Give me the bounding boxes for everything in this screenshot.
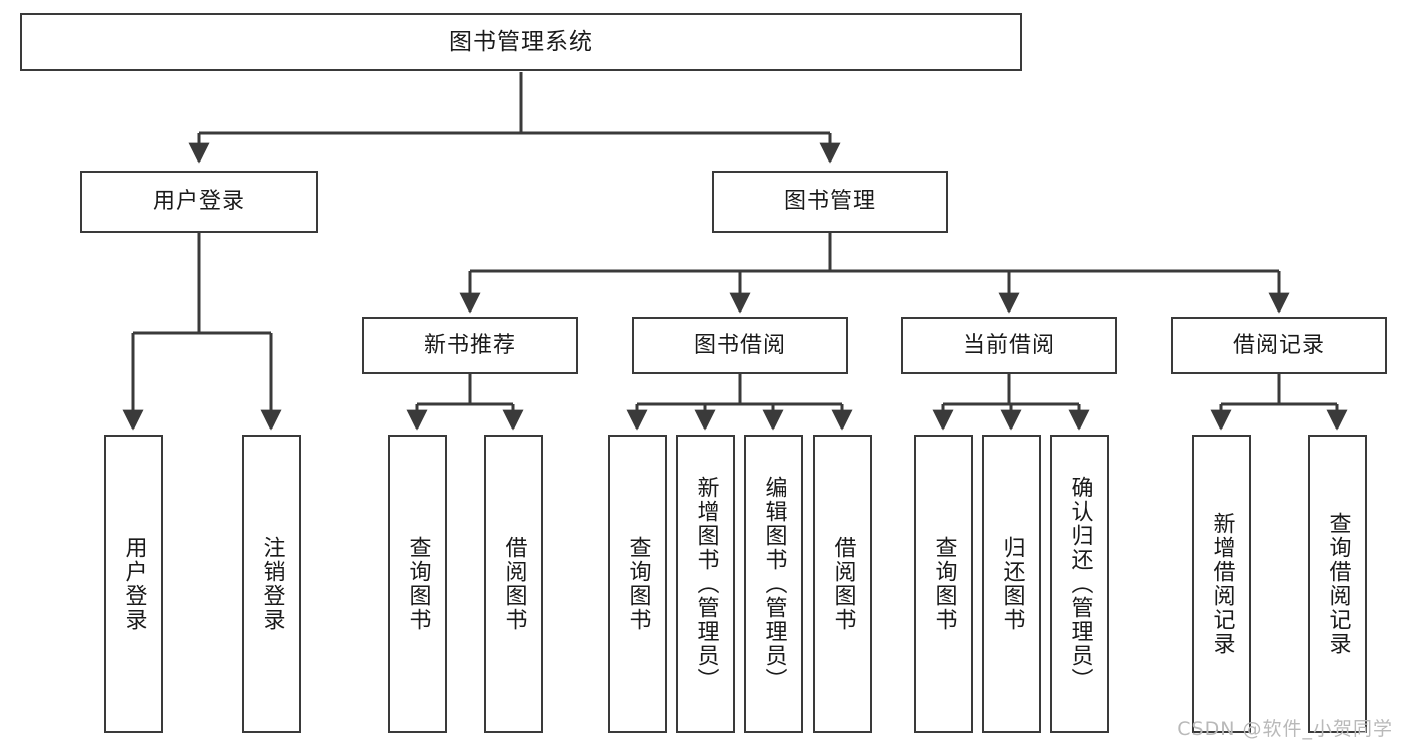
leaf-borrow-borrow-book-label: 借阅图书 (830, 536, 856, 632)
leaf-record-add-record[interactable]: 新增借阅记录 (1192, 435, 1251, 733)
leaf-record-add-record-label: 新增借阅记录 (1209, 512, 1235, 656)
leaf-logout-label: 注销登录 (259, 536, 285, 632)
node-borrow-record-label: 借阅记录 (1232, 332, 1325, 358)
leaf-borrow-query-book[interactable]: 查询图书 (608, 435, 667, 733)
node-current-borrow-label: 当前借阅 (962, 332, 1055, 358)
leaf-record-query-record-label: 查询借阅记录 (1325, 512, 1351, 656)
leaf-record-query-record[interactable]: 查询借阅记录 (1308, 435, 1367, 733)
leaf-current-return-book-label: 归还图书 (999, 536, 1025, 632)
node-book-management[interactable]: 图书管理 (712, 171, 948, 233)
leaf-newbook-query-book[interactable]: 查询图书 (388, 435, 447, 733)
node-new-book-recommend[interactable]: 新书推荐 (362, 317, 578, 374)
leaf-borrow-query-book-label: 查询图书 (625, 536, 651, 632)
leaf-borrow-edit-book[interactable]: 编辑图书（管理员） (744, 435, 803, 733)
node-borrow-record[interactable]: 借阅记录 (1171, 317, 1387, 374)
leaf-user-login[interactable]: 用户登录 (104, 435, 163, 733)
node-book-borrow[interactable]: 图书借阅 (632, 317, 848, 374)
leaf-logout[interactable]: 注销登录 (242, 435, 301, 733)
leaf-borrow-edit-book-label: 编辑图书（管理员） (761, 476, 787, 692)
node-user-login[interactable]: 用户登录 (80, 171, 318, 233)
node-root[interactable]: 图书管理系统 (20, 13, 1022, 71)
leaf-user-login-label: 用户登录 (121, 536, 147, 632)
leaf-current-query-book[interactable]: 查询图书 (914, 435, 973, 733)
leaf-newbook-borrow-book[interactable]: 借阅图书 (484, 435, 543, 733)
leaf-current-return-book[interactable]: 归还图书 (982, 435, 1041, 733)
leaf-newbook-borrow-book-label: 借阅图书 (501, 536, 527, 632)
leaf-current-confirm-return-label: 确认归还（管理员） (1067, 476, 1093, 692)
node-current-borrow[interactable]: 当前借阅 (901, 317, 1117, 374)
leaf-borrow-borrow-book[interactable]: 借阅图书 (813, 435, 872, 733)
node-root-label: 图书管理系统 (449, 28, 593, 55)
node-user-login-label: 用户登录 (152, 189, 245, 215)
leaf-borrow-add-book-label: 新增图书（管理员） (693, 476, 719, 692)
leaf-current-confirm-return[interactable]: 确认归还（管理员） (1050, 435, 1109, 733)
leaf-newbook-query-book-label: 查询图书 (405, 536, 431, 632)
node-book-management-label: 图书管理 (783, 189, 876, 215)
leaf-borrow-add-book[interactable]: 新增图书（管理员） (676, 435, 735, 733)
node-new-book-recommend-label: 新书推荐 (423, 332, 516, 358)
leaf-current-query-book-label: 查询图书 (931, 536, 957, 632)
node-book-borrow-label: 图书借阅 (693, 332, 786, 358)
watermark-text: CSDN @软件_小贺同学 (1177, 718, 1393, 740)
